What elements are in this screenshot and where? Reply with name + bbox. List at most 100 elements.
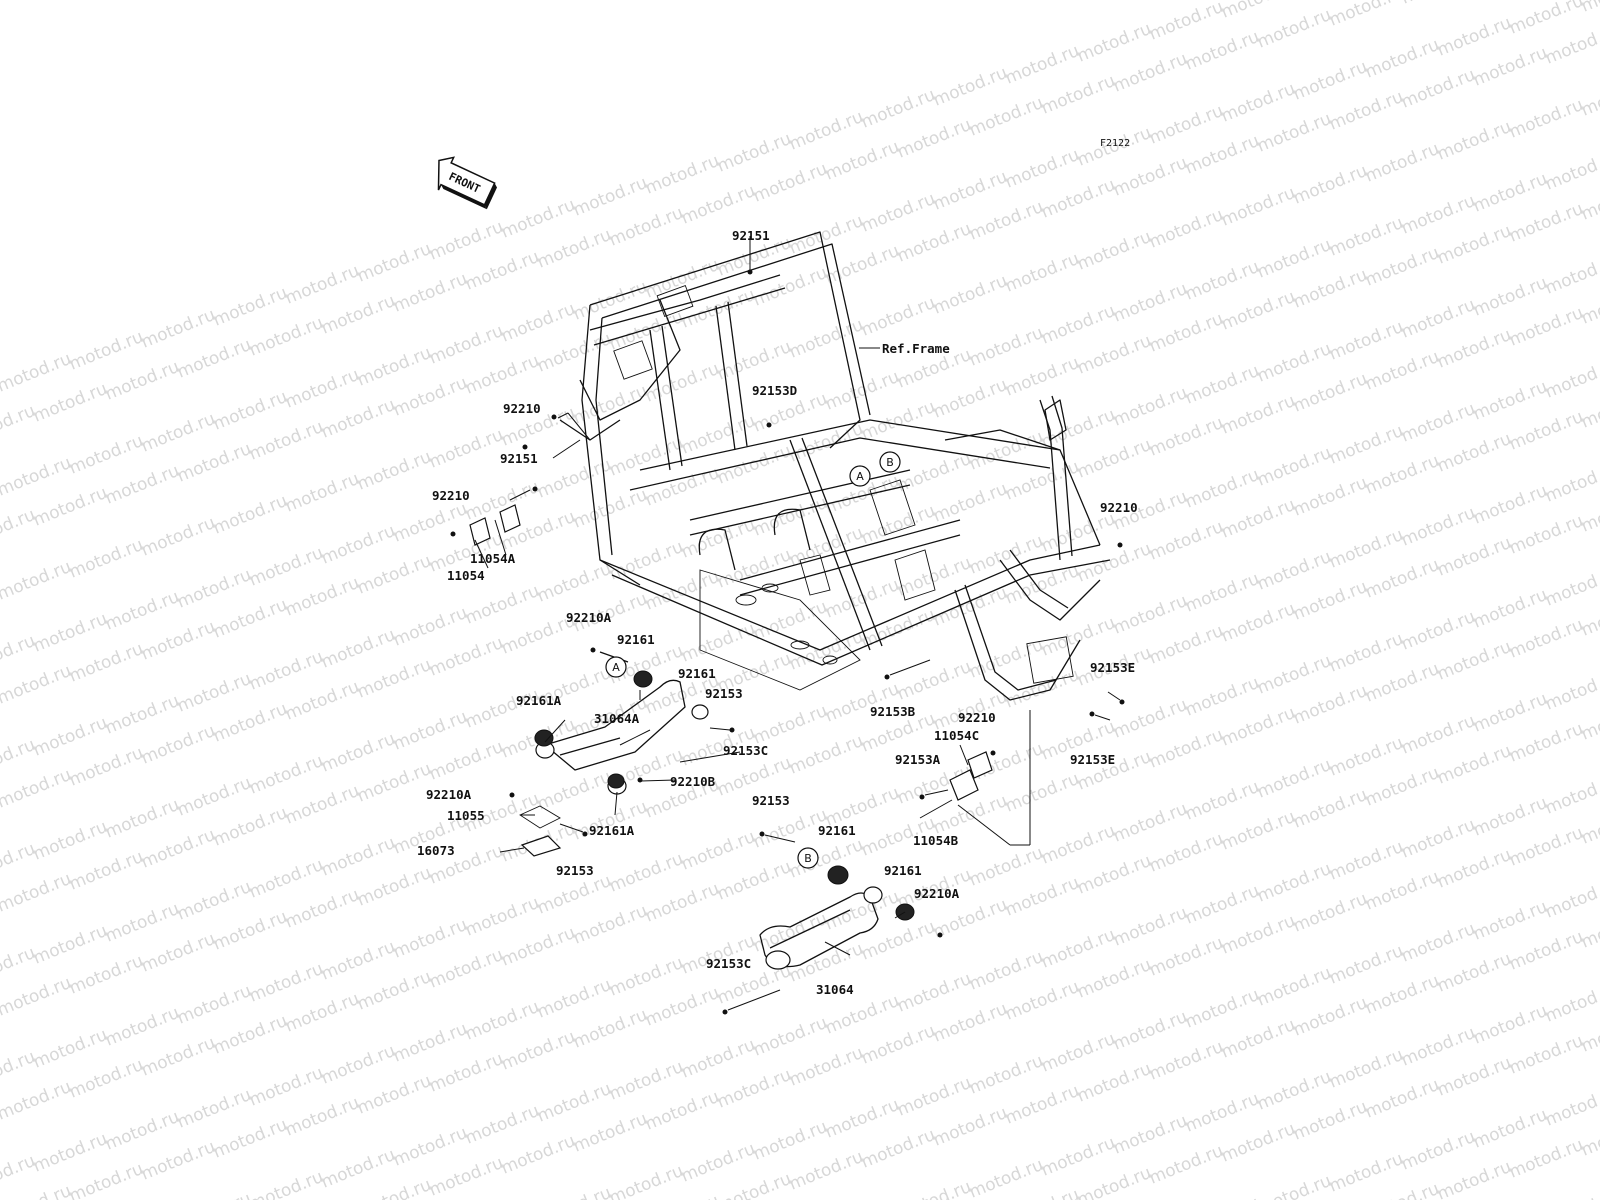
watermark-text: motod.ru	[0, 869, 74, 917]
part-label-p17: 92210A	[426, 787, 472, 802]
ref-marker-a: A	[605, 656, 627, 678]
watermark-text: motod.ru	[1146, 517, 1226, 565]
watermark-text: motod.ru	[390, 1123, 470, 1171]
watermark-text: motod.ru	[822, 1095, 902, 1143]
watermark-text: motod.ru	[606, 1057, 686, 1105]
watermark-text: motod.ru	[1254, 1171, 1334, 1200]
watermark-text: motod.ru	[894, 969, 974, 1017]
watermark-text: motod.ru	[822, 367, 902, 415]
watermark-text: motod.ru	[1290, 1097, 1370, 1145]
watermark-text: motod.ru	[1182, 1089, 1262, 1137]
watermark-text: motod.ru	[822, 887, 902, 935]
watermark-text: motod.ru	[786, 107, 866, 155]
watermark-text: motod.ru	[1182, 27, 1262, 75]
watermark-text: motod.ru	[534, 225, 614, 273]
front-arm-assembly	[722, 831, 943, 1015]
watermark-text: motod.ru	[858, 293, 938, 341]
watermark-text: motod.ru	[462, 1101, 542, 1149]
watermark-text: motod.ru	[1362, 451, 1442, 499]
part-label-p07: 11054	[447, 568, 485, 583]
svg-text:B: B	[804, 852, 812, 865]
watermark-text: motod.ru	[1434, 1157, 1514, 1200]
watermark-text: motod.ru	[246, 1063, 326, 1111]
watermark-text: motod.ru	[138, 305, 218, 353]
watermark-text: motod.ru	[0, 1077, 74, 1125]
watermark-text: motod.ru	[66, 327, 146, 375]
part-label-p19: 92161A	[589, 823, 635, 838]
watermark-text: motod.ru	[1434, 325, 1514, 373]
watermark-text: motod.ru	[1542, 251, 1600, 299]
watermark-text: motod.ru	[1002, 1081, 1082, 1129]
watermark-text: motod.ru	[534, 871, 614, 919]
watermark-text: motod.ru	[1434, 1053, 1514, 1101]
watermark-text: motod.ru	[138, 617, 218, 665]
watermark-text: motod.ru	[1434, 845, 1514, 893]
watermark-text: motod.ru	[66, 951, 146, 999]
part-label-p04: 92151	[500, 451, 538, 466]
watermark-text: motod.ru	[930, 1103, 1010, 1151]
watermark-text: motod.ru	[426, 1153, 506, 1200]
watermark-text: motod.ru	[102, 1003, 182, 1051]
watermark-text: motod.ru	[1578, 0, 1600, 17]
watermark-text: motod.ru	[534, 1079, 614, 1127]
watermark-text: motod.ru	[1326, 0, 1406, 31]
watermark-text: motod.ru	[210, 699, 290, 747]
watermark-text: motod.ru	[1506, 1135, 1586, 1183]
part-label-p08: 92210	[1100, 500, 1138, 515]
watermark-text: motod.ru	[1146, 0, 1226, 45]
watermark-text: motod.ru	[1542, 1083, 1600, 1131]
watermark-text: motod.ru	[0, 349, 74, 397]
watermark-text: motod.ru	[462, 351, 542, 399]
part-label-p25: 11054C	[934, 728, 979, 743]
watermark-text: motod.ru	[210, 907, 290, 955]
part-label-p09: 92210A	[566, 610, 612, 625]
watermark-text: motod.ru	[246, 1167, 326, 1200]
watermark-text: motod.ru	[1290, 577, 1370, 625]
watermark-text: motod.ru	[390, 915, 470, 963]
part-label-p15: 92153C	[723, 743, 768, 758]
watermark-text: motod.ru	[894, 553, 974, 601]
part-label-p18: 11055	[447, 808, 485, 823]
watermark-text: motod.ru	[930, 583, 1010, 631]
watermark-text: motod.ru	[282, 677, 362, 725]
watermark-text: motod.ru	[894, 1177, 974, 1200]
watermark-text: motod.ru	[1290, 161, 1370, 209]
watermark-text: motod.ru	[1290, 681, 1370, 729]
watermark-text: motod.ru	[1326, 837, 1406, 885]
part-label-p14: 31064A	[594, 711, 640, 726]
watermark-text: motod.ru	[1326, 941, 1406, 989]
watermark-text: motod.ru	[822, 575, 902, 623]
watermark-text: motod.ru	[750, 159, 830, 207]
watermark-text: motod.ru	[0, 453, 74, 501]
watermark-text: motod.ru	[1038, 1133, 1118, 1181]
watermark-text: motod.ru	[1470, 43, 1550, 91]
watermark-text: motod.ru	[1326, 213, 1406, 261]
watermark-text: motod.ru	[1146, 413, 1226, 461]
watermark-text: motod.ru	[246, 751, 326, 799]
watermark-text: motod.ru	[318, 937, 398, 985]
watermark-text: motod.ru	[858, 917, 938, 965]
watermark-text: motod.ru	[1470, 377, 1550, 425]
watermark-text: motod.ru	[462, 893, 542, 941]
watermark-text: motod.ru	[1038, 71, 1118, 119]
watermark-text: motod.ru	[1038, 301, 1118, 349]
watermark-text: motod.ru	[750, 701, 830, 749]
watermark-text: motod.ru	[1002, 457, 1082, 505]
watermark-text: motod.ru	[354, 447, 434, 495]
watermark-text: motod.ru	[318, 1145, 398, 1193]
watermark-text: motod.ru	[1434, 13, 1514, 61]
watermark-text: motod.ru	[1002, 145, 1082, 193]
watermark-text: motod.ru	[138, 929, 218, 977]
watermark-text: motod.ru	[498, 299, 578, 347]
watermark-text: motod.ru	[174, 773, 254, 821]
watermark-text: motod.ru	[1254, 339, 1334, 387]
watermark-text: motod.ru	[282, 365, 362, 413]
watermark-text: motod.ru	[1470, 689, 1550, 737]
watermark-text: motod.ru	[1362, 971, 1442, 1019]
watermark-text: motod.ru	[174, 565, 254, 613]
watermark-text: motod.ru	[678, 1035, 758, 1083]
watermark-text: motod.ru	[1470, 481, 1550, 529]
watermark-text: motod.ru	[174, 981, 254, 1029]
watermark-text: motod.ru	[642, 983, 722, 1031]
watermark-text: motod.ru	[534, 329, 614, 377]
